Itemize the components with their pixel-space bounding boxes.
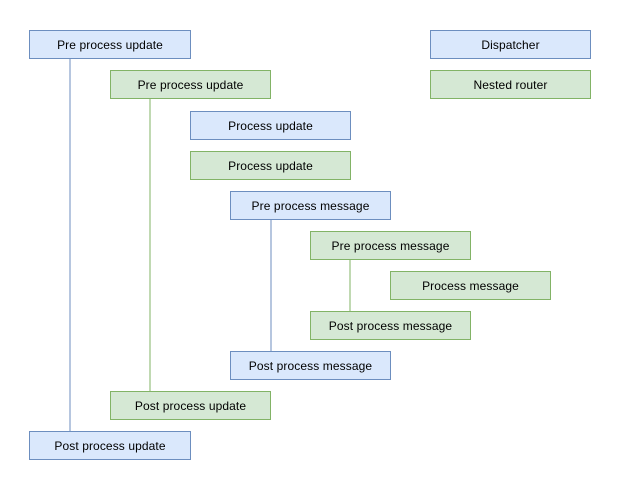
node-n10[interactable]: Post process update: [110, 391, 271, 420]
node-n1[interactable]: Pre process update: [29, 30, 191, 59]
node-n3[interactable]: Process update: [190, 111, 351, 140]
node-n8[interactable]: Post process message: [310, 311, 471, 340]
node-n4[interactable]: Process update: [190, 151, 351, 180]
node-label: Post process message: [248, 358, 373, 373]
node-label: Pre process message: [251, 198, 370, 213]
node-label: Pre process message: [331, 238, 450, 253]
node-n11[interactable]: Post process update: [29, 431, 191, 460]
node-label: Process update: [228, 118, 313, 133]
legend-item-label: Dispatcher: [481, 37, 540, 52]
node-n2[interactable]: Pre process update: [110, 70, 271, 99]
node-label: Process message: [422, 278, 519, 293]
node-label: Pre process update: [137, 77, 244, 92]
node-label: Process update: [228, 158, 313, 173]
node-n5[interactable]: Pre process message: [230, 191, 391, 220]
legend-item-router[interactable]: Nested router: [430, 70, 591, 99]
node-label: Post process update: [134, 398, 247, 413]
node-n9[interactable]: Post process message: [230, 351, 391, 380]
node-label: Pre process update: [57, 37, 163, 52]
node-n6[interactable]: Pre process message: [310, 231, 471, 260]
node-label: Post process update: [54, 438, 166, 453]
node-n7[interactable]: Process message: [390, 271, 551, 300]
legend-item-dispatcher[interactable]: Dispatcher: [430, 30, 591, 59]
node-label: Post process message: [328, 318, 453, 333]
legend-item-label: Nested router: [473, 77, 548, 92]
